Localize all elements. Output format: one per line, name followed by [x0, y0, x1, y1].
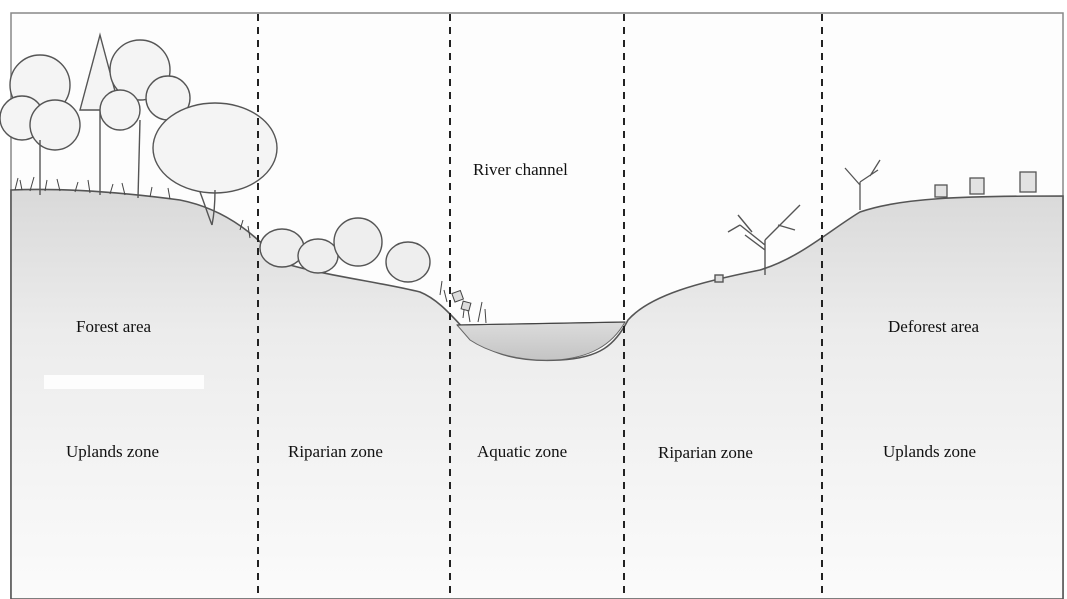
zone-label-uplands-left: Uplands zone: [66, 442, 159, 462]
deforest-area-label: Deforest area: [888, 317, 979, 337]
zone-label-aquatic: Aquatic zone: [477, 442, 567, 462]
zone-label-riparian-left: Riparian zone: [288, 442, 383, 462]
forest-area-label: Forest area: [76, 317, 151, 337]
zone-label-riparian-right: Riparian zone: [658, 443, 753, 463]
zone-label-uplands-right: Uplands zone: [883, 442, 976, 462]
river-channel-label: River channel: [473, 160, 568, 180]
